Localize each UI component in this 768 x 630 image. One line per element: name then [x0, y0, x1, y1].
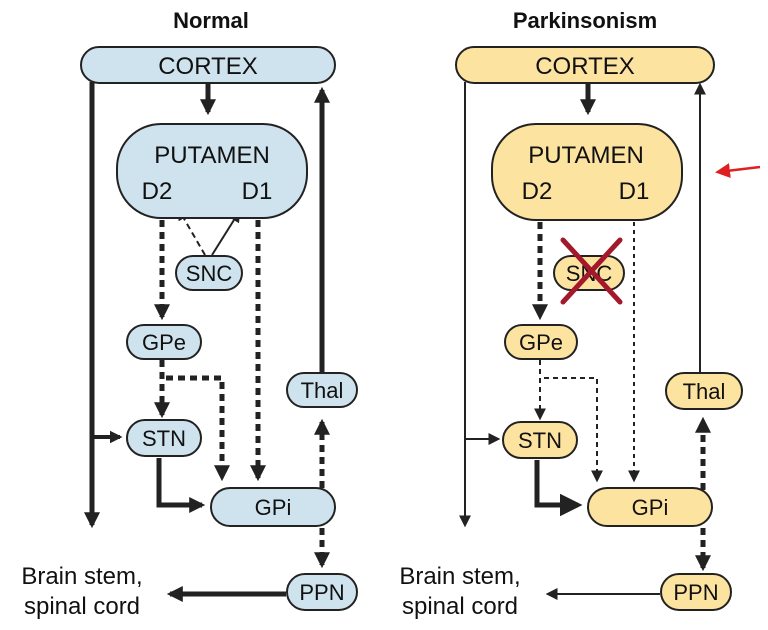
- parkinsonism-title: Parkinsonism: [513, 8, 657, 33]
- parkinsonism-putamen-node: PUTAMEN D2 D1: [491, 123, 683, 221]
- svg-text:GPe: GPe: [519, 330, 563, 355]
- normal-gpi-node: GPi: [210, 487, 336, 527]
- svg-text:SNC: SNC: [186, 261, 233, 286]
- parkinsonism-snc-node: SNC: [553, 237, 625, 305]
- stn-to-gpi-arrow: [534, 460, 583, 517]
- snc-to-d1-arrow: [211, 209, 241, 256]
- normal-cortex-node: CORTEX: [80, 46, 336, 84]
- parkinsonism-cortex-node: CORTEX: [455, 46, 715, 84]
- normal-thal-node: Thal: [286, 372, 358, 408]
- svg-text:GPi: GPi: [255, 495, 292, 520]
- parkinsonism-ppn-node: PPN: [660, 573, 732, 611]
- red-pointer-arrow-icon: [715, 163, 761, 179]
- normal-title: Normal: [173, 8, 249, 33]
- parkinsonism-d2-label: D2: [522, 178, 553, 205]
- normal-d2-label: D2: [142, 178, 173, 205]
- normal-panel: Normal: [21, 8, 358, 620]
- svg-text:STN: STN: [518, 428, 562, 453]
- parkinsonism-d1-label: D1: [619, 178, 650, 205]
- parkinsonism-thal-node: Thal: [665, 372, 743, 410]
- normal-stn-node: STN: [126, 419, 202, 457]
- parkinsonism-panel: Parkinsonism: [399, 8, 761, 620]
- gpe-to-gpi-arrow: [166, 375, 231, 482]
- svg-text:CORTEX: CORTEX: [535, 53, 635, 80]
- svg-text:Brain stem,: Brain stem,: [399, 563, 520, 590]
- svg-text:Thal: Thal: [683, 379, 726, 404]
- stn-to-gpi-arrow: [156, 458, 206, 514]
- normal-connections: [83, 82, 331, 603]
- svg-text:PPN: PPN: [673, 580, 718, 605]
- normal-putamen-node: PUTAMEN D2 D1: [116, 123, 308, 219]
- svg-text:Brain stem,: Brain stem,: [21, 563, 142, 590]
- svg-text:spinal cord: spinal cord: [24, 593, 140, 620]
- svg-text:Thal: Thal: [301, 378, 344, 403]
- snc-cross-icon: [560, 237, 623, 305]
- svg-text:PUTAMEN: PUTAMEN: [528, 142, 644, 169]
- normal-gpe-node: GPe: [126, 324, 202, 360]
- svg-text:GPi: GPi: [632, 495, 669, 520]
- normal-snc-node: SNC: [175, 255, 243, 291]
- svg-text:PUTAMEN: PUTAMEN: [154, 142, 270, 169]
- parkinsonism-connections: [459, 82, 712, 600]
- parkinsonism-gpi-node: GPi: [587, 487, 713, 527]
- gpe-to-gpi-arrow: [544, 377, 603, 483]
- parkinsonism-output-label: Brain stem, spinal cord: [399, 563, 520, 620]
- svg-text:PPN: PPN: [299, 580, 344, 605]
- normal-ppn-node: PPN: [286, 573, 358, 611]
- parkinsonism-stn-node: STN: [502, 421, 578, 459]
- svg-text:spinal cord: spinal cord: [402, 593, 518, 620]
- svg-text:STN: STN: [142, 426, 186, 451]
- parkinsonism-gpe-node: GPe: [504, 324, 578, 360]
- normal-output-label: Brain stem, spinal cord: [21, 563, 142, 620]
- svg-text:CORTEX: CORTEX: [158, 53, 258, 80]
- svg-text:GPe: GPe: [142, 330, 186, 355]
- normal-d1-label: D1: [242, 178, 273, 205]
